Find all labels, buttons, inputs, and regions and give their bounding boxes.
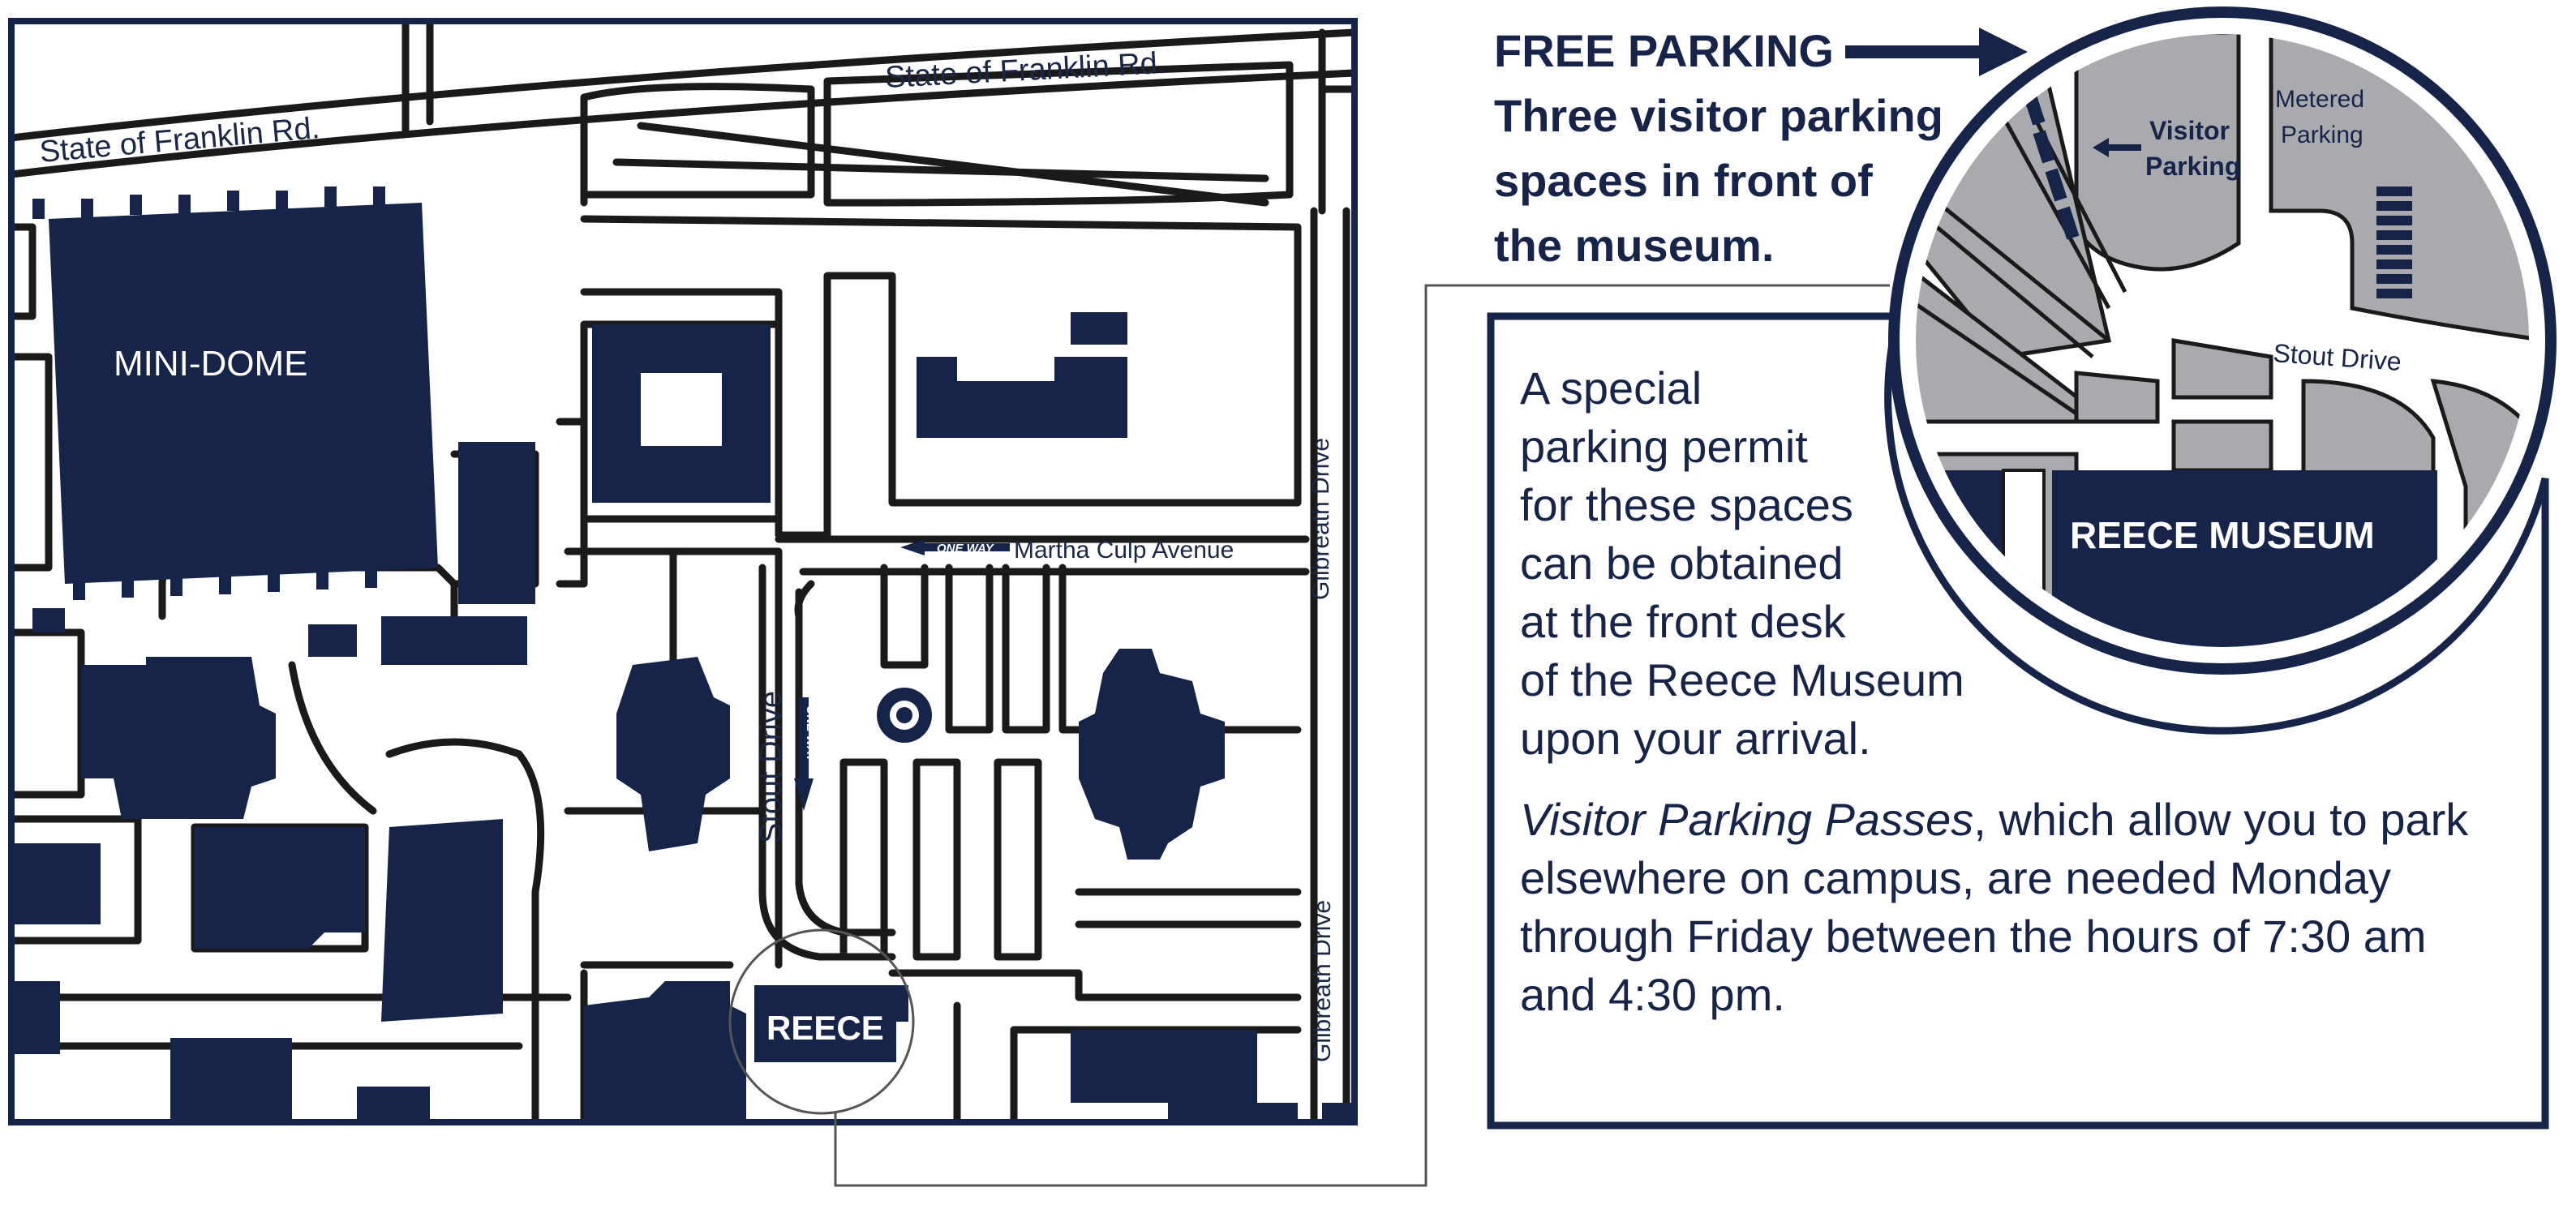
permit-line-2: parking permit (1520, 421, 1808, 472)
pass-line-2: elsewhere on campus, are needed Monday (1520, 852, 2391, 903)
pass-line-3: through Friday between the hours of 7:30… (1520, 911, 2427, 962)
state-of-franklin-road (11, 28, 1355, 142)
mini-dome-label: MINI-DOME (114, 344, 308, 384)
campus-map[interactable]: State of Franklin Rd. State of Franklin … (8, 18, 1358, 1125)
parking-inset-map[interactable]: Visitor Parking Metered Parking Stout Dr… (1888, 6, 2557, 675)
inset-visitor-parking-label-1: Visitor (2149, 116, 2230, 145)
inset-metered-label-1: Metered (2275, 86, 2364, 113)
reece-zoom-marker[interactable] (728, 928, 915, 1115)
martha-culp-label: Martha Culp Avenue (1014, 537, 1234, 564)
pass-line-4: and 4:30 pm. (1520, 969, 1785, 1020)
pass-italic: Visitor Parking Passes (1520, 794, 1973, 845)
inset-reece-museum-label: REECE MUSEUM (2070, 514, 2375, 556)
free-parking-subline-1: Three visitor parking (1494, 90, 1943, 141)
gilbreath-label-north: Gilbreath Drive (1307, 438, 1334, 600)
permit-line-3: for these spaces (1520, 479, 1853, 530)
inset-visitor-parking-label-2: Parking (2145, 152, 2240, 181)
permit-line-6: of the Reece Museum (1520, 654, 1964, 705)
stout-drive-label: Stout Drive (754, 691, 788, 843)
pass-line-1-rest: , which allow you to park (1973, 794, 2469, 845)
free-parking-subline-3: the museum. (1494, 220, 1774, 271)
metered-parking-spaces (2376, 186, 2412, 298)
reece-label: REECE (766, 1009, 884, 1047)
arrow-right-icon (1845, 28, 2028, 76)
callout-box (1487, 312, 2549, 1130)
parking-callout: FREE PARKING Three visitor parking space… (1487, 6, 2557, 1130)
permit-line-1: A special (1520, 362, 1702, 414)
free-parking-heading: FREE PARKING (1494, 25, 1834, 76)
one-way-label-martha-culp: ONE WAY (937, 542, 995, 555)
inset-metered-label-2: Parking (2281, 122, 2363, 148)
pass-paragraph: Visitor Parking Passes, which allow you … (1520, 794, 2469, 1020)
one-way-arrow-stout: ONE WAY (794, 697, 818, 811)
plaza-emblem-icon (877, 688, 932, 743)
permit-line-4: can be obtained (1520, 538, 1844, 589)
free-parking-subline-2: spaces in front of (1494, 155, 1873, 206)
one-way-label-stout: ONE WAY (804, 705, 818, 764)
reece-building[interactable] (754, 985, 908, 1062)
permit-line-7: upon your arrival. (1520, 713, 1871, 764)
gilbreath-label-south: Gilbreath Drive (1309, 900, 1336, 1062)
permit-paragraph: A special parking permit for these space… (1520, 362, 1964, 764)
visitor-parking-arrow-icon (2093, 138, 2141, 157)
pass-line-1: Visitor Parking Passes, which allow you … (1520, 794, 2469, 845)
callout-connector (834, 284, 1890, 1187)
one-way-arrow-martha-culp: ONE WAY (900, 539, 1010, 555)
permit-line-5: at the front desk (1520, 596, 1847, 647)
mini-dome-building[interactable] (49, 203, 438, 584)
